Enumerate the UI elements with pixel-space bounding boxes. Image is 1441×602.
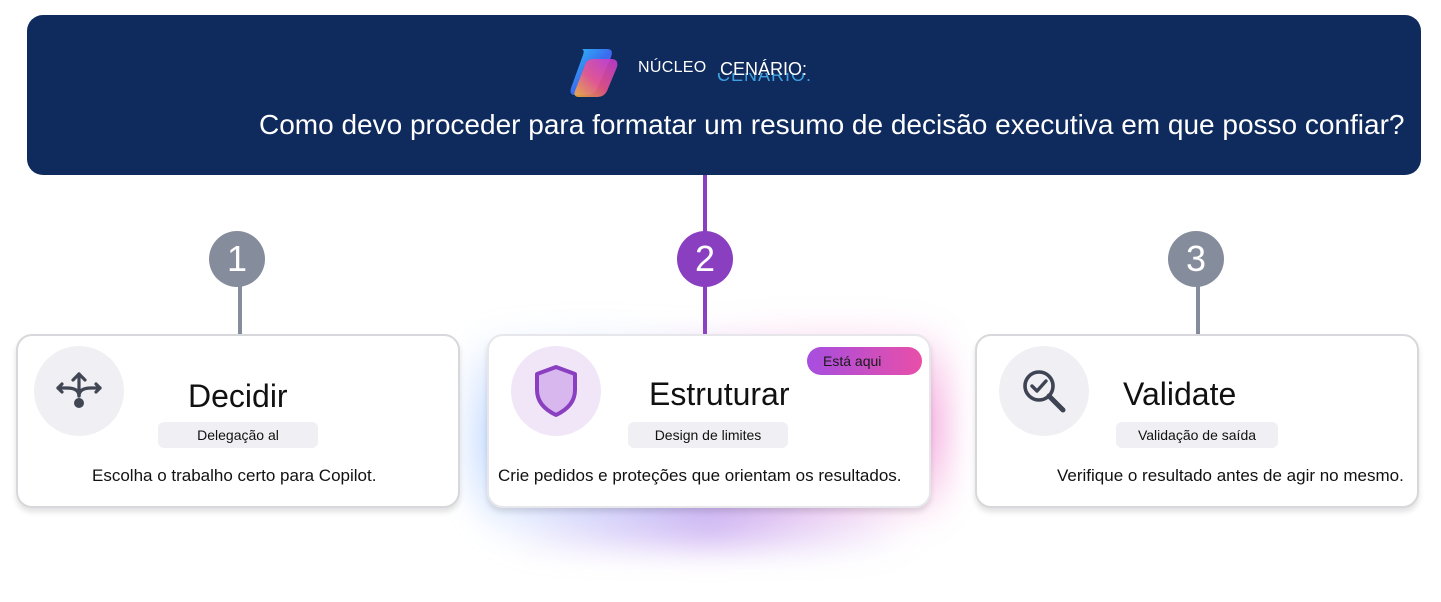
card-estruturar: Está aqui Estruturar Design de limites C… (487, 334, 931, 508)
step-1-marker: 1 (209, 231, 265, 287)
step-2-marker: 2 (677, 231, 733, 287)
scenario-header: NÚCLEO CENÁRIO: CENÁRIO: Como devo proce… (27, 15, 1421, 175)
scenario-label: CENÁRIO: (720, 59, 808, 79)
card-description: Verifique o resultado antes de agir no m… (1057, 466, 1404, 485)
card-title: Validate (1123, 376, 1237, 412)
card-tag: Delegação al (158, 422, 318, 448)
card-description: Escolha o trabalho certo para Copilot. (92, 466, 377, 485)
card-title: Estruturar (649, 376, 790, 412)
split-arrows-icon (34, 346, 124, 436)
shield-icon (511, 346, 601, 436)
magnifier-check-icon (999, 346, 1089, 436)
current-step-badge: Está aqui (807, 347, 922, 375)
card-description: Crie pedidos e proteções que orientam os… (498, 466, 902, 485)
card-title: Decidir (188, 378, 288, 414)
card-validate: Validate Validação de saída Verifique o … (975, 334, 1419, 508)
scenario-question: Como devo proceder para formatar um resu… (259, 109, 1405, 140)
step-3-marker: 3 (1168, 231, 1224, 287)
copilot-logo-icon (570, 49, 618, 97)
card-decidir: Decidir Delegação al Escolha o trabalho … (16, 334, 460, 508)
card-tag: Design de limites (628, 422, 788, 448)
card-tag: Validação de saída (1116, 422, 1278, 448)
scenario-label-echo: CENÁRIO: (717, 73, 813, 83)
core-label: NÚCLEO (638, 59, 707, 76)
